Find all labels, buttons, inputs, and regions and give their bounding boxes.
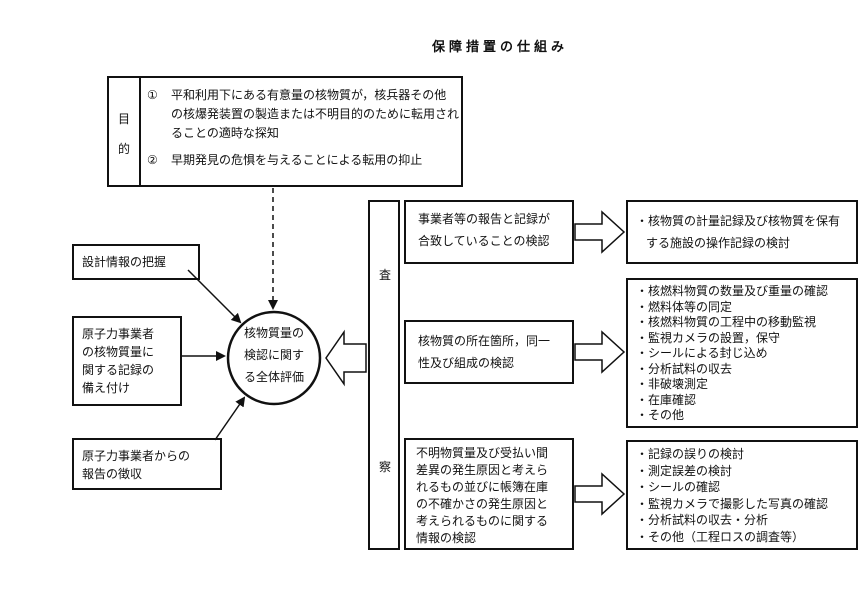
detail-item: シールの確認 [636,479,848,496]
detail-item: 非破壊測定 [636,377,848,393]
arrow-operator-reports-to-center [214,396,246,441]
detail-item: 測定誤差の検討 [636,463,848,480]
detail-item: 監視カメラの設置，保守 [636,331,848,347]
detail-item: 核燃料物質の工程中の移動監視 [636,315,848,331]
detail-box-3: 記録の誤りの検討 測定誤差の検討 シールの確認 監視カメラで撮影した写真の確認 … [626,440,858,550]
detail-item-continuation: する施設の操作記録の検討 [646,236,791,250]
detail-item: 在庫確認 [636,393,848,409]
detail-item: 核燃料物質の数量及び重量の確認 [636,284,848,300]
check-box-location-identity: 核物質の所在箇所，同一 性及び組成の検認 [404,320,574,384]
purpose-item-2-number: ② [147,153,158,167]
input-box-design-info: 設計情報の把握 [72,244,200,280]
inspection-label-char-1: 査 [379,268,392,282]
purpose-label-divider [139,78,141,185]
detail-item: 監視カメラで撮影した写真の確認 [636,496,848,513]
detail-item: 記録の誤りの検討 [636,446,848,463]
center-circle-text: 核物質量の 検認に関す る全体評価 [243,326,304,384]
page-title: 保障措置の仕組み [431,40,568,55]
detail-box-2: 核燃料物質の数量及び重量の確認 燃料体等の同定 核燃料物質の工程中の移動監視 監… [626,278,858,428]
purpose-box: 目 的 ① 平和利用下にある有意量の核物質が，核兵器その他 の核爆発装置の製造ま… [107,76,463,187]
input-box-operator-records: 原子力事業者 の核物質量に 関する記録の 備え付け [72,316,182,406]
detail-item: シールによる封じ込め [636,346,848,362]
purpose-item-2-text: 早期発見の危惧を与えることによる転用の抑止 [171,153,423,167]
inspection-label-char-2: 察 [379,460,392,474]
hollow-arrow-check-1-to-detail-1 [574,210,626,254]
detail-item: 分析試料の収去 [636,362,848,378]
hollow-arrow-check-3-to-detail-3 [574,472,626,516]
purpose-item-1-number: ① [147,88,158,102]
purpose-label-char-2: 的 [118,142,131,156]
detail-item: その他（工程ロスの調査等） [636,529,848,546]
detail-item: その他 [636,408,848,424]
center-circle [226,310,322,406]
detail-list-1: 核物質の計量記録及び核物質を保有 [636,210,848,232]
detail-item: 燃料体等の同定 [636,300,848,316]
purpose-label-char-1: 目 [118,112,131,126]
detail-list-2: 核燃料物質の数量及び重量の確認 燃料体等の同定 核燃料物質の工程中の移動監視 監… [636,284,848,424]
detail-box-1: 核物質の計量記録及び核物質を保有 する施設の操作記録の検討 [626,200,858,264]
detail-list-3: 記録の誤りの検討 測定誤差の検討 シールの確認 監視カメラで撮影した写真の確認 … [636,446,848,545]
hollow-arrow-inspection-to-center [325,329,367,387]
detail-item: 分析試料の収去・分析 [636,512,848,529]
inspection-column: 査 察 [368,200,400,550]
arrow-design-info-to-center [187,269,242,324]
hollow-arrow-check-2-to-detail-2 [574,330,626,374]
check-box-muf-analysis: 不明物質量及び受払い間 差異の発生原因と考えら れるもの並びに帳簿在庫 の不確か… [404,438,574,550]
check-box-records-consistency: 事業者等の報告と記録が 合致していることの検認 [404,200,574,264]
detail-item: 核物質の計量記録及び核物質を保有 [636,210,848,232]
input-box-operator-reports: 原子力事業者からの 報告の徴収 [72,438,222,490]
purpose-item-1-text: 平和利用下にある有意量の核物質が，核兵器その他 の核爆発装置の製造または不明目的… [171,88,460,140]
